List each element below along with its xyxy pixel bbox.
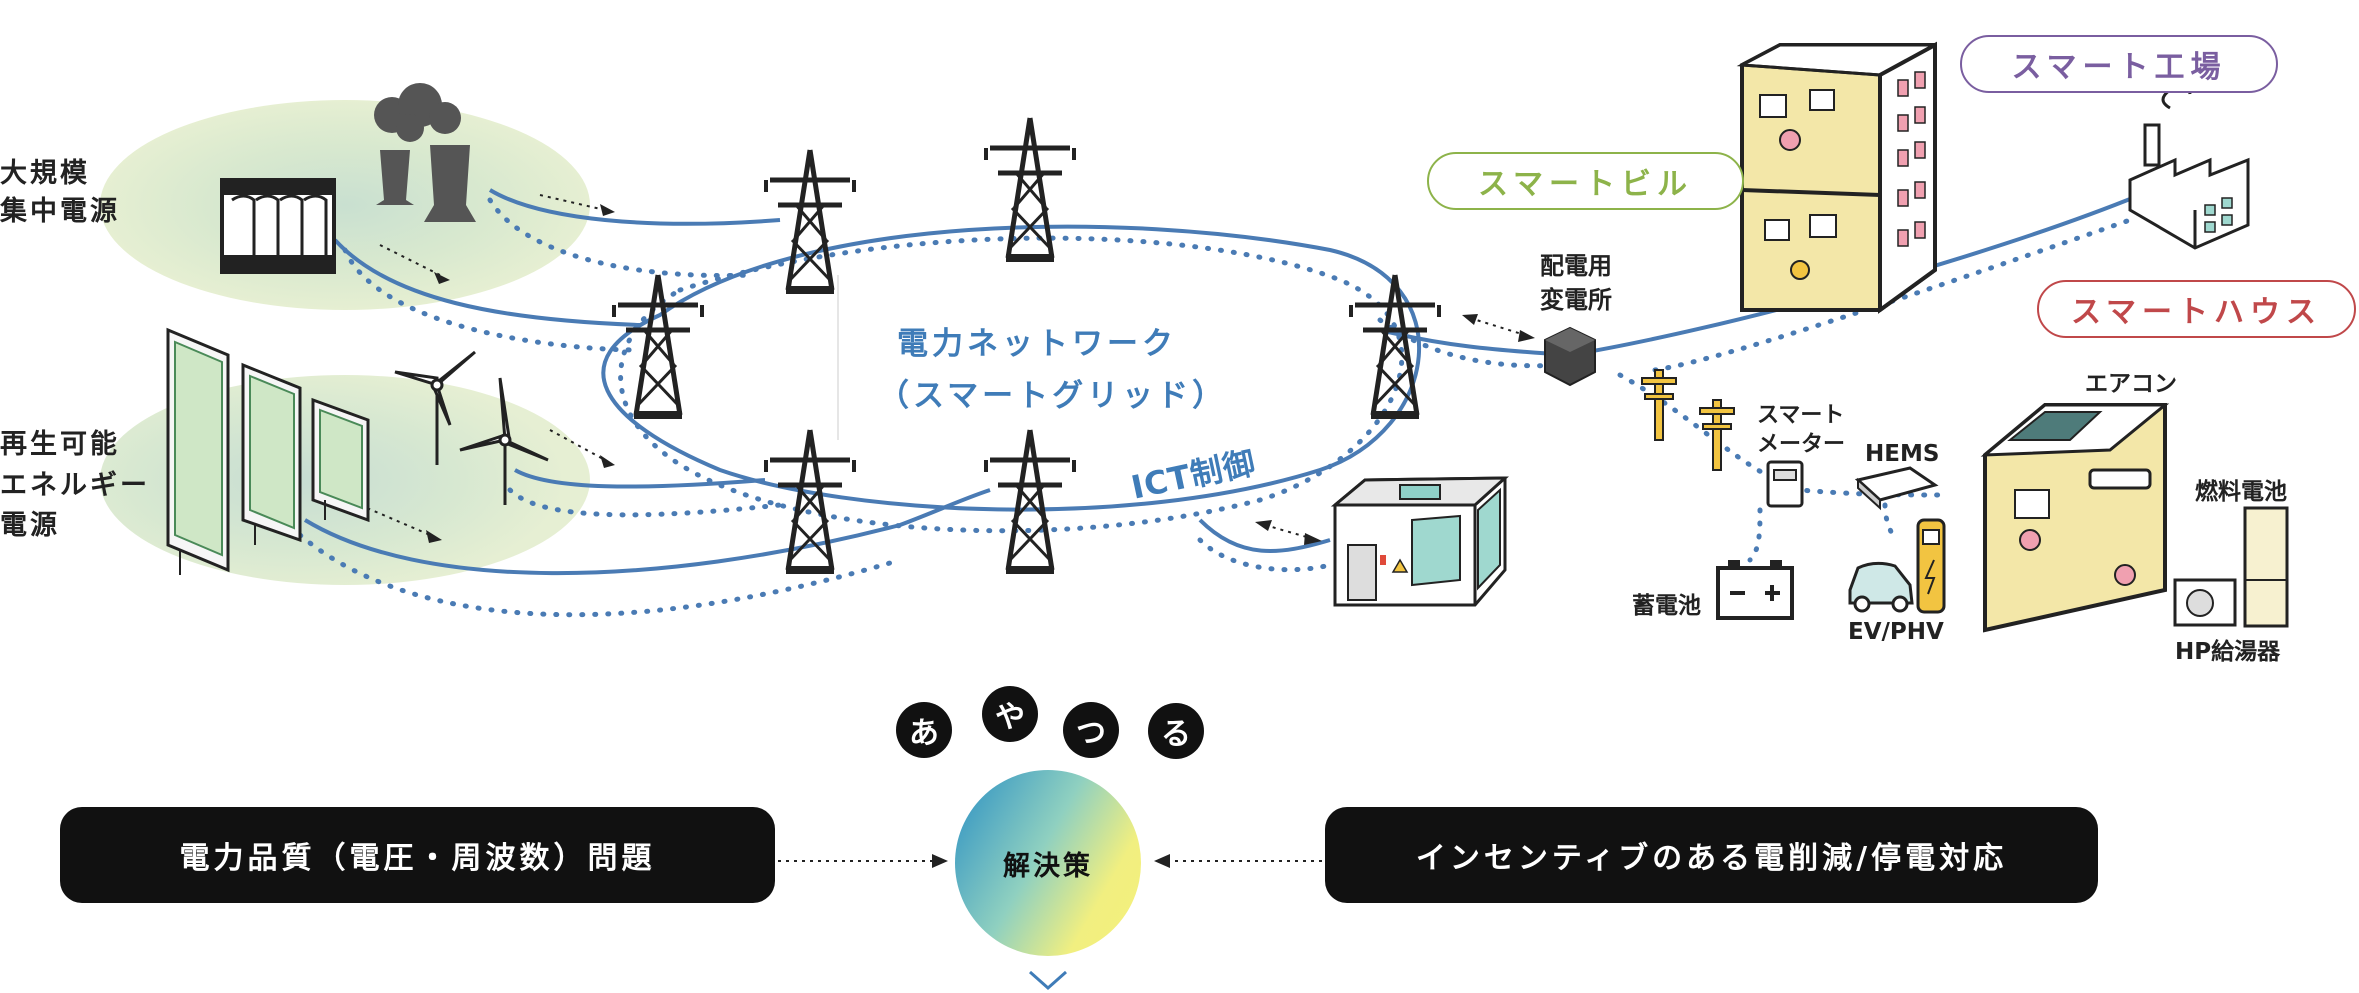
substation-line-2: 変電所: [1540, 285, 1612, 314]
hems-device-icon: [1854, 466, 1939, 511]
kana-ru: る: [1148, 703, 1204, 759]
renewable-source-label: 再生可能 エネルギー 電源: [0, 425, 150, 547]
wind-turbine-icon: [394, 350, 549, 505]
solution-circle: 解決策: [955, 770, 1141, 956]
renewable-line-2: エネルギー: [0, 469, 150, 501]
meter-icon: [1766, 460, 1804, 508]
substation-line-1: 配電用: [1540, 252, 1612, 280]
hems-label: HEMS: [1865, 441, 1940, 467]
flow-arrows: [359, 194, 1535, 545]
renewable-line-3: 電源: [0, 510, 60, 541]
network-subtitle: （スマートグリッド）: [878, 378, 1228, 414]
central-source-label: 大規模 集中電源: [0, 155, 120, 231]
incentive-issue: インセンティブのある電削減/停電対応: [1325, 807, 2098, 903]
central-source-line-2: 集中電源: [0, 195, 120, 227]
network-title: 電力ネットワーク: [897, 326, 1177, 362]
battery-building-icon: [1330, 476, 1509, 607]
building-icon: [1736, 41, 1937, 314]
ev-label: EV/PHV: [1848, 619, 1944, 645]
solution-label: 解決策: [1003, 850, 1093, 882]
power-quality-issue: 電力品質（電圧・周波数）問題: [60, 807, 775, 903]
substation-icon: [1544, 326, 1596, 387]
aircon-label: エアコン: [2085, 371, 2177, 397]
power-plant-icon: [220, 83, 476, 274]
kana-ya: や: [982, 686, 1038, 742]
smart-factory-tag: スマート工場: [1960, 35, 2278, 93]
central-source-line-1: 大規模: [0, 158, 90, 189]
utility-pole-icon: [1641, 369, 1735, 471]
smart-meter-line-1: スマート: [1757, 403, 1845, 428]
smart-meter-label: スマート メーター: [1757, 402, 1845, 459]
car-icon: [1848, 518, 1946, 614]
smart-building-tag: スマートビル: [1427, 152, 1744, 210]
factory-icon: [2128, 83, 2250, 250]
renewable-line-1: 再生可能: [0, 429, 120, 460]
battery-icon: [1716, 560, 1794, 620]
smart-meter-line-2: メーター: [1757, 431, 1846, 457]
smart-house-tag: スマートハウス: [2037, 280, 2356, 338]
central-source-area: [100, 100, 590, 310]
grid-lines: [303, 188, 2141, 576]
fuel-cell-label: 燃料電池: [2195, 479, 2287, 505]
substation-label: 配電用 変電所: [1540, 250, 1612, 317]
solar-panel-icon: [166, 327, 370, 575]
house-icon: [1980, 403, 2289, 633]
heat-pump-label: HP給湯器: [2175, 639, 2281, 665]
storage-battery-label: 蓄電池: [1632, 593, 1701, 619]
kana-a: あ: [896, 702, 952, 758]
kana-tsu: つ: [1063, 702, 1119, 758]
